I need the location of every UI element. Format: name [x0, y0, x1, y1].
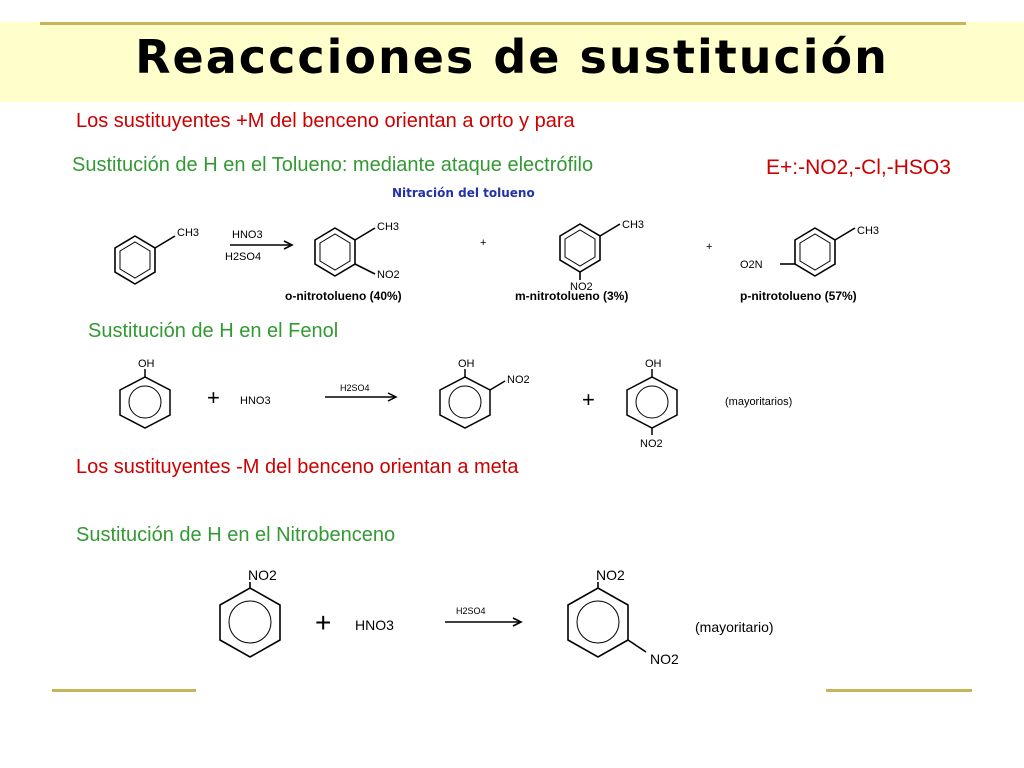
text-phenol-substitution: Sustitución de H en el Fenol: [88, 320, 339, 342]
title-bar: [0, 22, 1024, 102]
text-nitrobenzene-substitution: Sustitución de H en el Nitrobenceno: [76, 524, 396, 546]
dinitrobenzene-no2-top: NO2: [596, 567, 625, 583]
ortho-nitrophenol-ring: [439, 376, 491, 429]
meta-no2: NO2: [570, 281, 593, 293]
nitro-hno3: HNO3: [355, 617, 394, 633]
bottom-right-rule: [826, 689, 972, 692]
para-ring: [794, 227, 836, 277]
meta-label: m-nitrotolueno (3%): [515, 289, 628, 303]
dinitrobenzene-no2-meta: NO2: [650, 651, 679, 667]
electrophiles-formula: E+:-NO2,-Cl,-HSO3: [766, 156, 951, 179]
phenol-oh: OH: [138, 358, 155, 370]
bottom-left-rule: [52, 689, 196, 692]
toluene-nitration-scheme: CH3 HNO3 H2SO4 CH3 NO2 + CH3 NO2 + CH3 O…: [114, 219, 879, 303]
ortho-nitrophenol-oh: OH: [458, 358, 475, 370]
phenol-plus-1: +: [207, 385, 220, 410]
nitrobenzene-nitration-scheme: NO2 + HNO3 H2SO4 NO2 NO2 (mayoritario): [219, 567, 774, 667]
ortho-no2: NO2: [377, 269, 400, 281]
phenol-plus-2: +: [582, 387, 595, 412]
phenol-ring: [119, 376, 171, 429]
para-o2n: O2N: [740, 259, 763, 271]
title-divider: [40, 22, 966, 25]
nitro-note: (mayoritario): [695, 619, 774, 635]
meta-ring: [559, 223, 601, 273]
text-electrophiles: E+:-NO2,-Cl,-HSO3: [766, 156, 951, 180]
phenol-h2so4: H2SO4: [340, 383, 370, 393]
para-label: p-nitrotolueno (57%): [740, 289, 857, 303]
para-nitrophenol-oh: OH: [645, 358, 662, 370]
phenol-note: (mayoritarios): [725, 396, 792, 408]
nitro-plus: +: [315, 607, 331, 638]
slide-title: Reaccciones de sustitución: [135, 30, 889, 84]
reagent-h2so4: H2SO4: [225, 251, 261, 263]
text-toluene-substitution: Sustitución de H en el Tolueno: mediante…: [72, 154, 594, 176]
para-nitrophenol-ring: [626, 376, 678, 429]
phenol-hno3: HNO3: [240, 395, 271, 407]
ortho-ch3: CH3: [377, 221, 399, 233]
reagent-hno3: HNO3: [232, 229, 263, 241]
plus-1: +: [480, 237, 486, 249]
ortho-label: o-nitrotolueno (40%): [285, 289, 402, 303]
ortho-ring: [314, 227, 356, 277]
para-nitrophenol-no2: NO2: [640, 438, 663, 450]
nitration-caption: Nitración del tolueno: [392, 186, 535, 200]
plus-2: +: [706, 241, 712, 253]
text-plus-m-orientation: Los sustituyentes +M del benceno orienta…: [76, 110, 575, 132]
text-minus-m-orientation: Los sustituyentes -M del benceno orienta…: [76, 456, 519, 478]
ortho-nitrophenol-no2: NO2: [507, 374, 530, 386]
nitro-h2so4: H2SO4: [456, 606, 486, 616]
phenol-nitration-scheme: OH + HNO3 H2SO4 OH NO2 + OH NO2 (mayorit…: [119, 358, 792, 450]
toluene-ch3: CH3: [177, 227, 199, 239]
para-ch3: CH3: [857, 225, 879, 237]
nitrobenzene-no2: NO2: [248, 567, 277, 583]
meta-ch3: CH3: [622, 219, 644, 231]
toluene-ring: [114, 235, 156, 285]
